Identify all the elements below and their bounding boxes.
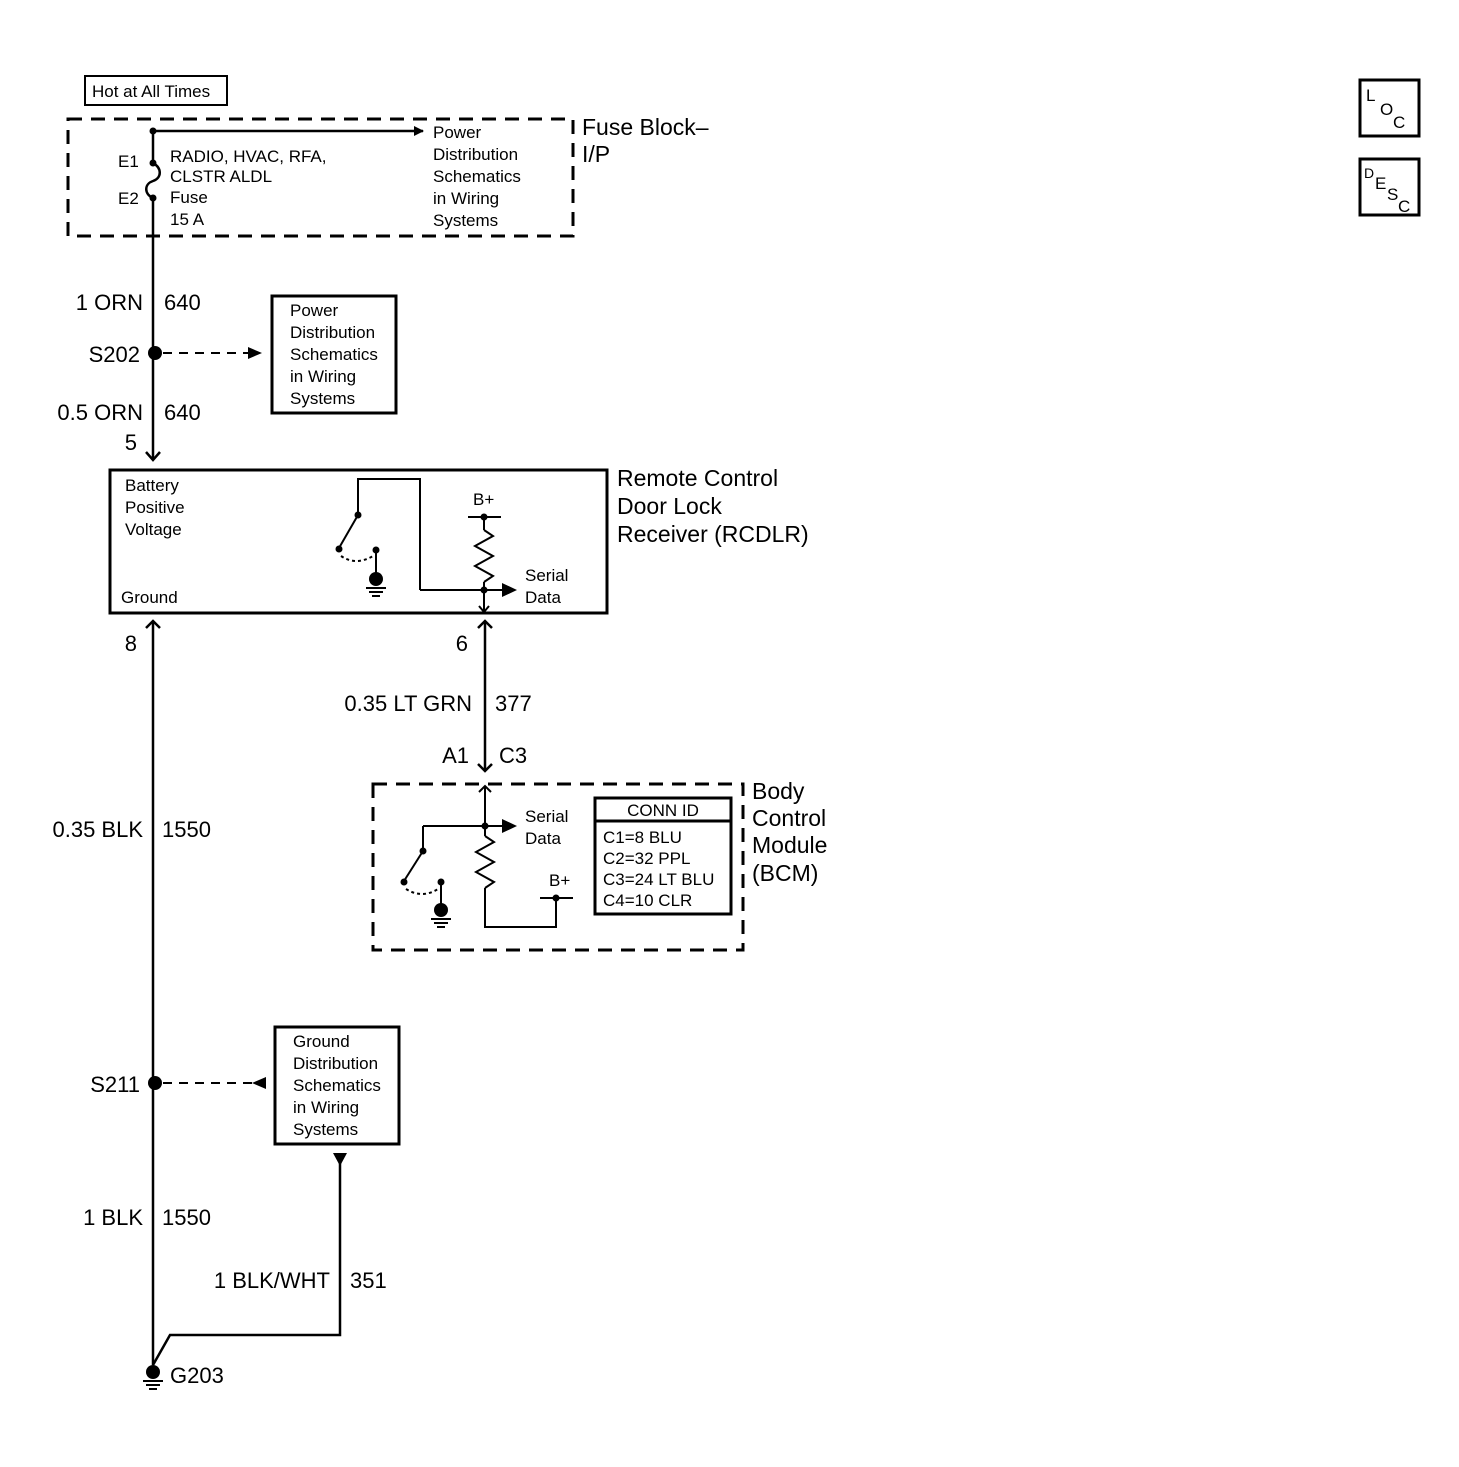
wire-3-circuit: 377 bbox=[495, 691, 532, 716]
svg-text:Systems: Systems bbox=[433, 211, 498, 230]
svg-text:Positive: Positive bbox=[125, 498, 185, 517]
bcm-module: Body Control Module (BCM) Serial Data B+ bbox=[371, 778, 827, 952]
svg-text:Fuse: Fuse bbox=[170, 188, 208, 207]
splice-s211 bbox=[148, 1076, 162, 1090]
ground-distribution-box: Ground Distribution Schematics in Wiring… bbox=[273, 1025, 401, 1146]
svg-text:Schematics: Schematics bbox=[433, 167, 521, 186]
power-distribution-box: Power Distribution Schematics in Wiring … bbox=[270, 294, 398, 415]
fuse-block: Fuse Block– I/P E1 E2 RADIO, HVAC, RFA, … bbox=[66, 114, 709, 238]
bcm-switch-icon bbox=[400, 826, 451, 928]
svg-text:in Wiring: in Wiring bbox=[290, 367, 356, 386]
svg-text:C: C bbox=[1393, 113, 1405, 132]
power-dist-reference: Power bbox=[433, 123, 482, 142]
splice-s202 bbox=[148, 346, 162, 360]
svg-text:Distribution: Distribution bbox=[293, 1054, 378, 1073]
svg-text:S: S bbox=[1387, 185, 1398, 204]
bcm-bplus: B+ bbox=[549, 871, 570, 890]
pin-5-label: 5 bbox=[125, 430, 137, 455]
svg-text:Systems: Systems bbox=[293, 1120, 358, 1139]
pin-6-label: 6 bbox=[456, 631, 468, 656]
connector-c3: C3 bbox=[499, 743, 527, 768]
bcm-title: Body bbox=[752, 778, 805, 804]
wire-5-color: 1 BLK bbox=[83, 1205, 143, 1230]
svg-text:Power: Power bbox=[290, 301, 339, 320]
svg-text:O: O bbox=[1380, 100, 1393, 119]
svg-text:in Wiring: in Wiring bbox=[293, 1098, 359, 1117]
svg-text:Data: Data bbox=[525, 829, 561, 848]
svg-text:(BCM): (BCM) bbox=[752, 860, 818, 886]
svg-text:Schematics: Schematics bbox=[293, 1076, 381, 1095]
conn-id-row: C1=8 BLU bbox=[603, 828, 682, 847]
splice-s202-label: S202 bbox=[89, 342, 140, 367]
location-icon[interactable]: L O C bbox=[1358, 78, 1421, 138]
fuse-label: RADIO, HVAC, RFA, bbox=[170, 147, 327, 166]
ground-g203-label: G203 bbox=[170, 1363, 224, 1388]
svg-text:Serial: Serial bbox=[525, 566, 568, 585]
svg-text:Battery: Battery bbox=[125, 476, 179, 495]
fuse-block-title: Fuse Block– bbox=[582, 114, 709, 140]
svg-text:CLSTR ALDL: CLSTR ALDL bbox=[170, 167, 272, 186]
svg-text:E: E bbox=[1375, 174, 1386, 193]
power-source-label: Hot at All Times bbox=[84, 75, 228, 106]
wire-2-color: 0.5 ORN bbox=[57, 400, 143, 425]
svg-text:Schematics: Schematics bbox=[290, 345, 378, 364]
wire-4-circuit: 1550 bbox=[162, 817, 211, 842]
rcdlr-switch-icon bbox=[335, 478, 421, 597]
rcdlr-resistor-icon bbox=[472, 529, 496, 583]
wire-1-circuit: 640 bbox=[164, 290, 201, 315]
svg-text:Systems: Systems bbox=[290, 389, 355, 408]
svg-text:Distribution: Distribution bbox=[433, 145, 518, 164]
wire-351 bbox=[151, 1163, 342, 1366]
terminal-e1: E1 bbox=[118, 152, 139, 171]
svg-text:Ground: Ground bbox=[293, 1032, 350, 1051]
wire-6-color: 1 BLK/WHT bbox=[214, 1268, 330, 1293]
svg-text:I/P: I/P bbox=[582, 141, 610, 167]
conn-id-row: C2=32 PPL bbox=[603, 849, 690, 868]
svg-text:in Wiring: in Wiring bbox=[433, 189, 499, 208]
splice-s211-label: S211 bbox=[90, 1072, 140, 1097]
conn-id-row: C4=10 CLR bbox=[603, 891, 692, 910]
wire-5-circuit: 1550 bbox=[162, 1205, 211, 1230]
rcdlr-ground-label: Ground bbox=[121, 588, 178, 607]
wire-6-circuit: 351 bbox=[350, 1268, 387, 1293]
fuse-icon bbox=[145, 161, 161, 200]
svg-text:C: C bbox=[1398, 197, 1410, 216]
ground-g203-icon bbox=[143, 1365, 163, 1390]
pin-8-label: 8 bbox=[125, 631, 137, 656]
conn-id-table: CONN ID C1=8 BLU C2=32 PPL C3=24 LT BLU … bbox=[593, 796, 733, 916]
wire-2-circuit: 640 bbox=[164, 400, 201, 425]
wire-3-color: 0.35 LT GRN bbox=[344, 691, 472, 716]
svg-text:Receiver (RCDLR): Receiver (RCDLR) bbox=[617, 521, 809, 547]
bcm-resistor-icon bbox=[473, 835, 497, 889]
terminal-e2: E2 bbox=[118, 189, 139, 208]
svg-text:Voltage: Voltage bbox=[125, 520, 182, 539]
svg-text:D: D bbox=[1364, 165, 1374, 181]
svg-text:Module: Module bbox=[752, 832, 827, 858]
svg-text:Control: Control bbox=[752, 805, 826, 831]
svg-text:Serial: Serial bbox=[525, 807, 568, 826]
rcdlr-module: Remote Control Door Lock Receiver (RCDLR… bbox=[108, 465, 809, 615]
rcdlr-bplus: B+ bbox=[473, 490, 494, 509]
svg-text:L: L bbox=[1366, 86, 1375, 105]
svg-text:Data: Data bbox=[525, 588, 561, 607]
wire-4-color: 0.35 BLK bbox=[52, 817, 143, 842]
svg-text:Door Lock: Door Lock bbox=[617, 493, 722, 519]
connector-a1: A1 bbox=[442, 743, 469, 768]
conn-id-row: C3=24 LT BLU bbox=[603, 870, 714, 889]
wire-1-color: 1 ORN bbox=[76, 290, 143, 315]
rcdlr-title: Remote Control bbox=[617, 465, 778, 491]
svg-text:15 A: 15 A bbox=[170, 210, 205, 229]
conn-id-header: CONN ID bbox=[627, 801, 699, 820]
svg-text:Distribution: Distribution bbox=[290, 323, 375, 342]
description-icon[interactable]: D E S C bbox=[1358, 157, 1421, 217]
svg-text:Hot at All Times: Hot at All Times bbox=[92, 82, 210, 101]
